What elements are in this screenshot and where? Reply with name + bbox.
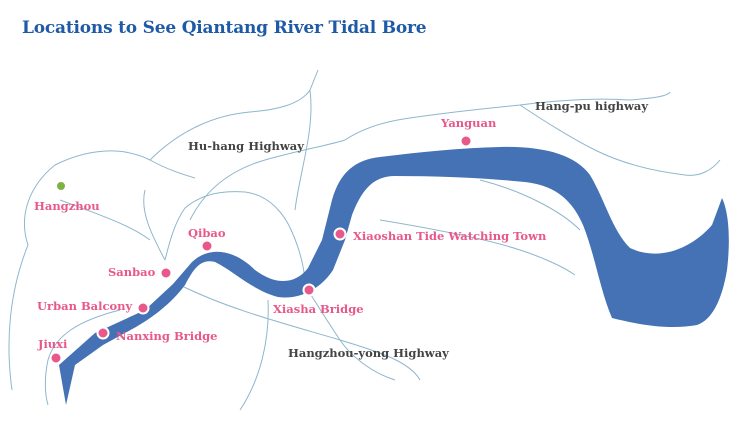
location-label-yanguan: Yanguan [440,116,497,130]
location-label-sanbao: Sanbao [108,265,156,279]
location-pin-icon-sanbao[interactable] [159,266,173,280]
road-line [44,309,121,406]
location-label-xiaoshan: Xiaoshan Tide Watching Town [353,229,547,243]
city-pin-icon-hangzhou[interactable] [55,180,67,192]
road-line [143,189,166,261]
location-pin-icon-nanxing[interactable] [96,326,110,340]
road-line [479,179,581,231]
location-pin-icon-yanguan[interactable] [459,134,473,148]
road-line [519,104,721,176]
road-line [164,191,293,261]
location-label-xiasha: Xiasha Bridge [273,302,364,316]
road-line [239,299,269,411]
road-line [379,219,576,276]
location-label-qibao: Qibao [188,226,226,240]
location-label-urban-balcony: Urban Balcony [37,299,133,313]
highway-label-hang-pu: Hang-pu highway [535,99,648,113]
location-label-nanxing: Nanxing Bridge [116,329,218,343]
location-pin-icon-urban-balcony[interactable] [136,301,150,315]
location-pin-icon-xiasha[interactable] [302,283,316,297]
location-label-jiuxi: Jiuxi [37,337,68,351]
road-line [59,199,151,241]
location-pin-icon-jiuxi[interactable] [49,351,63,365]
road-line [8,244,29,391]
highway-label-hu-hang: Hu-hang Highway [188,139,304,153]
road-line [344,98,631,141]
road-line [179,284,421,381]
road-line [24,150,196,246]
road-line [304,284,396,381]
location-label-hangzhou: Hangzhou [34,199,100,213]
location-pin-icon-xiaoshan[interactable] [333,227,347,241]
location-pins [49,134,473,365]
river-outline [59,146,729,406]
road-network [8,69,721,411]
road-line [249,69,319,113]
road-line [149,111,251,161]
highway-label-hangzhou-yong: Hangzhou-yong Highway [288,346,449,360]
road-line [629,91,671,101]
map-title: Locations to See Qiantang River Tidal Bo… [22,18,427,38]
location-pin-icon-qibao[interactable] [200,239,214,253]
